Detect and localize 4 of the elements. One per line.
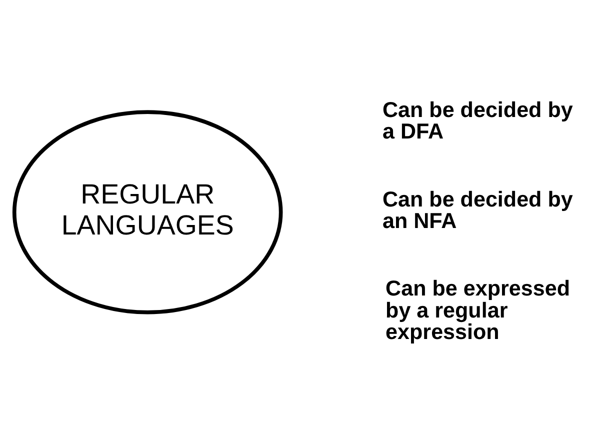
label: Can be expressed by a regular expression: [386, 275, 570, 344]
node-ellipse: REGULAR LANGUAGES: [12, 110, 283, 314]
label: Can be decided by a DFA: [382, 96, 573, 144]
label: Can be decided by an NFA: [382, 186, 573, 232]
